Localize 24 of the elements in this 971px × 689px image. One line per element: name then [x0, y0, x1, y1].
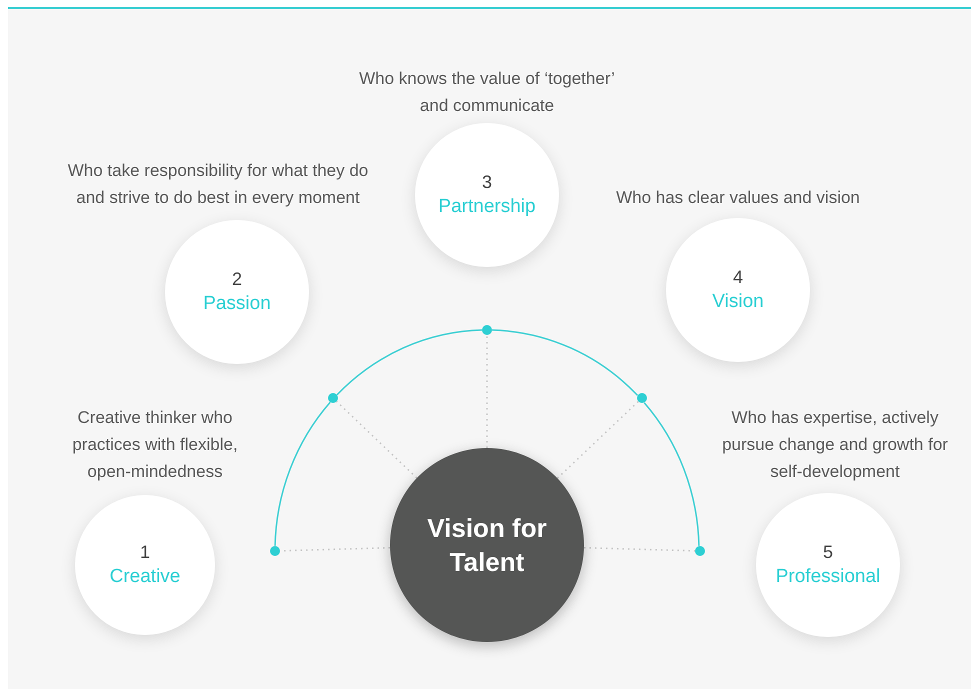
description-text: Who has expertise, actively pursue change and growth for self-development — [721, 407, 949, 483]
description-text: Who take responsibility for what they do and strive to do best in every moment — [66, 160, 370, 209]
arc-line — [492, 329, 638, 396]
circle-number: 3 — [482, 171, 492, 194]
arc-line — [644, 402, 700, 546]
circle-number: 1 — [140, 541, 150, 564]
dotted-line — [584, 546, 696, 552]
circle-label: Partnership — [438, 195, 536, 219]
description-text: Who has clear values and vision — [615, 187, 861, 209]
circle-label: Vision — [712, 290, 764, 314]
circle-label: Professional — [776, 565, 880, 589]
circle-label: Creative — [110, 565, 180, 589]
circle-title: Vision for Talent — [426, 512, 548, 579]
description-text: Creative thinker who practices with flexible, open-mindedness — [71, 407, 239, 483]
dotted-line — [486, 335, 488, 448]
circle-label: Passion — [203, 292, 271, 316]
circle-number: 4 — [732, 266, 743, 289]
dotted-line — [336, 400, 418, 479]
dotted-line — [556, 400, 639, 479]
arc-line — [274, 402, 331, 546]
circle-number: 2 — [232, 268, 242, 291]
circle-number: 5 — [822, 541, 833, 564]
arc-line — [336, 329, 482, 396]
description-text: Who knows the value of ‘together’ and communicate — [358, 68, 616, 117]
